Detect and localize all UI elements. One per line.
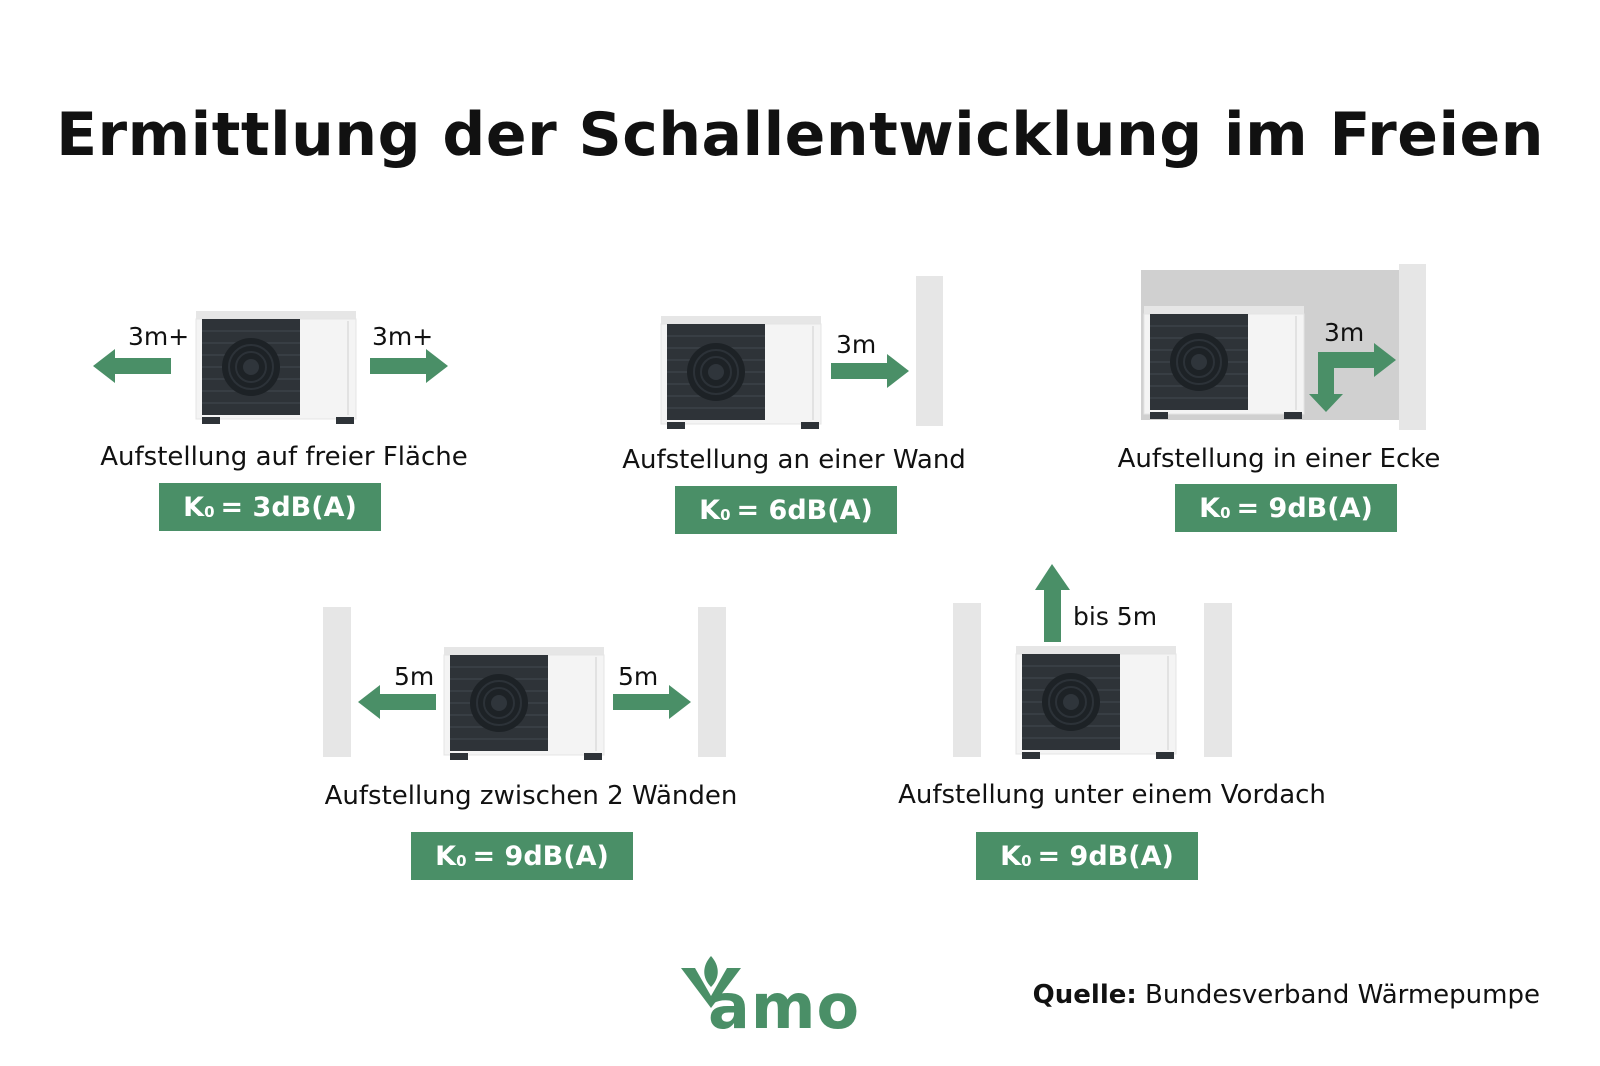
logo: amo	[708, 970, 861, 1043]
scenario-label: Aufstellung auf freier Fläche	[100, 442, 468, 472]
scenario-label: Aufstellung an einer Wand	[622, 445, 966, 475]
k-symbol: K	[699, 494, 721, 526]
scenario-canopy	[953, 564, 1232, 760]
k-value: = 9dB(A)	[1037, 840, 1174, 872]
k-subscript: 0	[204, 503, 215, 521]
k-symbol: K	[183, 491, 205, 523]
k-subscript: 0	[1021, 852, 1032, 870]
arrow-right-icon	[370, 349, 448, 383]
scenario-corner	[1141, 264, 1426, 430]
arrow-right-icon	[831, 354, 909, 388]
distance-label: 3m	[836, 330, 877, 359]
corner-arrow-icon	[1309, 343, 1396, 412]
heat-pump-unit	[1143, 305, 1305, 420]
k-symbol: K	[1199, 492, 1221, 524]
heat-pump-unit	[1015, 645, 1177, 760]
k-value: = 6dB(A)	[736, 494, 873, 526]
wall	[1204, 603, 1232, 757]
distance-label: 5m	[394, 662, 435, 691]
scenario-wall	[660, 276, 943, 430]
source-note: Quelle: Bundesverband Wärmepumpe	[1033, 980, 1540, 1010]
scenario-two-walls	[323, 607, 726, 761]
distance-label: bis 5m	[1073, 602, 1158, 631]
arrow-up-icon	[1035, 564, 1070, 642]
page-title: Ermittlung der Schallentwicklung im Frei…	[56, 100, 1544, 170]
distance-label: 5m	[618, 662, 659, 691]
k-value: = 9dB(A)	[1236, 492, 1373, 524]
wall	[698, 607, 726, 757]
leaf-v-icon	[681, 956, 741, 1008]
k-value: = 9dB(A)	[472, 840, 609, 872]
wall	[953, 603, 981, 757]
source-value: Bundesverband Wärmepumpe	[1145, 980, 1540, 1010]
arrow-left-icon	[93, 349, 171, 383]
scenario-label: Aufstellung zwischen 2 Wänden	[324, 781, 738, 811]
k-subscript: 0	[720, 506, 731, 524]
k-subscript: 0	[456, 852, 467, 870]
distance-label: 3m+	[128, 322, 190, 351]
wall	[916, 276, 943, 426]
scenario-label: Aufstellung in einer Ecke	[1117, 444, 1441, 474]
scenario-label: Aufstellung unter einem Vordach	[898, 780, 1326, 810]
k-subscript: 0	[1220, 504, 1231, 522]
source-label: Quelle:	[1032, 980, 1137, 1010]
wall	[323, 607, 351, 757]
distance-label: 3m+	[372, 322, 434, 351]
heat-pump-unit	[443, 646, 605, 761]
k-symbol: K	[435, 840, 457, 872]
wall	[1399, 264, 1426, 430]
k-symbol: K	[1000, 840, 1022, 872]
heat-pump-unit	[195, 310, 357, 425]
k-value: = 3dB(A)	[220, 491, 357, 523]
distance-label: 3m	[1324, 318, 1365, 347]
heat-pump-unit	[660, 315, 822, 430]
